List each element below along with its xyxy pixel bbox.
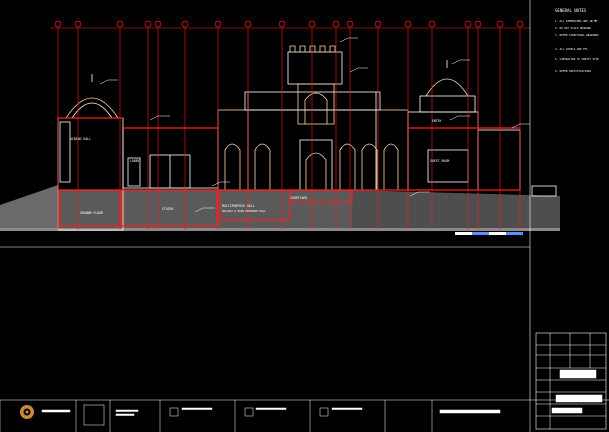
note-2: 2. DO NOT SCALE DRAWING — [555, 26, 591, 30]
room-label-mid: MULTIPURPOSE HALL — [222, 204, 255, 208]
legend-strip — [0, 400, 531, 432]
terrain — [0, 185, 560, 231]
room-label-hall: HALLWAY & MAIN ENTRANCE HALL — [222, 209, 266, 213]
notes-heading: GENERAL NOTES — [555, 8, 587, 13]
logo-icon — [20, 405, 34, 419]
structural-grid — [50, 27, 530, 230]
room-label-courtyard: COURTYARD — [290, 196, 307, 200]
note-3: 3. REFER STRUCTURAL DRAWINGS — [555, 33, 599, 37]
room-label-lobby: LOBBY — [130, 159, 140, 163]
room-label-stairs: STAIRS — [162, 207, 174, 211]
room-label-dining: DINING HALL — [70, 137, 91, 141]
scale-bar — [455, 232, 523, 235]
note-6: 6. REFER SPECIFICATIONS — [555, 69, 591, 73]
note-4: 4. ALL LEVELS ARE FFL — [555, 47, 588, 51]
section-floors — [58, 117, 520, 227]
room-label-guest: GUEST ROOM — [430, 159, 449, 163]
general-notes: GENERAL NOTES 1. ALL DIMENSIONS ARE IN M… — [555, 8, 599, 73]
title-block — [536, 333, 606, 429]
level-markers — [99, 37, 530, 213]
grid-bubbles — [54, 20, 524, 28]
note-5: 5. CONTRACTOR TO VERIFY SITE — [555, 57, 599, 61]
room-label-entry: ENTRY — [432, 119, 442, 123]
note-1: 1. ALL DIMENSIONS ARE IN MM — [555, 19, 598, 23]
room-label-ground: GROUND FLOOR — [80, 211, 103, 215]
